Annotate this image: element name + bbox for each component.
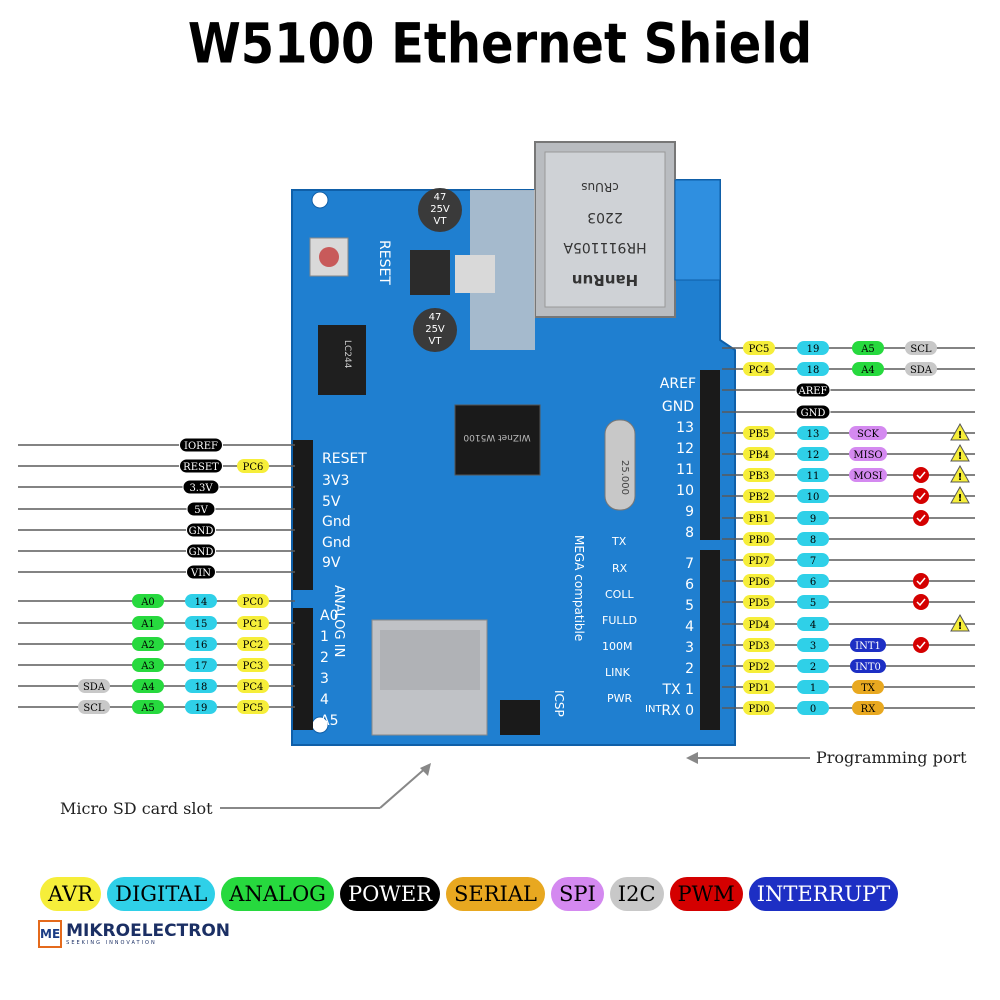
icsp-header	[500, 700, 540, 735]
svg-text:LC244: LC244	[342, 340, 352, 369]
ic-lc244	[318, 325, 366, 395]
svg-text:4: 4	[685, 619, 694, 635]
svg-text:7: 7	[685, 556, 694, 572]
svg-text:RESET: RESET	[322, 451, 367, 467]
svg-text:25.000: 25.000	[619, 460, 630, 495]
int-label: INT	[645, 704, 662, 715]
sd-slot-label: Micro SD card slot	[60, 799, 213, 818]
svg-text:13: 13	[676, 420, 694, 436]
programming-port-label: Programming port	[816, 748, 967, 767]
svg-text:WIZnet W5100: WIZnet W5100	[463, 432, 530, 442]
page-title: W5100 Ethernet Shield	[187, 12, 813, 77]
rj45-text-1: HanRun	[572, 271, 638, 289]
brand-mark: ME	[38, 920, 63, 948]
svg-text:3: 3	[685, 640, 694, 656]
digital-header-low	[700, 550, 720, 730]
svg-text:5: 5	[685, 598, 694, 614]
legend-analog: ANALOG	[221, 877, 334, 911]
legend-power: POWER	[339, 877, 441, 911]
svg-text:FULLD: FULLD	[602, 614, 637, 627]
svg-text:TX 1: TX 1	[662, 682, 695, 698]
brand-logo: ME MIKROELECTRON SEEKING INNOVATION	[38, 917, 230, 951]
power-header	[293, 440, 313, 590]
svg-text:4: 4	[320, 692, 329, 708]
w5100-chip	[454, 404, 541, 476]
svg-text:A5: A5	[320, 713, 338, 729]
mega-label: MEGA compatible	[572, 535, 586, 641]
brand-name: MIKROELECTRON	[66, 921, 230, 941]
svg-text:Gnd: Gnd	[322, 514, 351, 530]
svg-text:11: 11	[676, 462, 694, 478]
svg-text:Gnd: Gnd	[322, 535, 351, 551]
svg-text:2: 2	[320, 650, 329, 666]
legend-spi: SPI	[550, 877, 604, 911]
svg-text:VT: VT	[429, 336, 443, 347]
svg-text:25V: 25V	[430, 204, 450, 215]
svg-text:VT: VT	[434, 216, 448, 227]
legend-interrupt: INTERRUPT	[748, 877, 899, 911]
svg-text:2: 2	[685, 661, 694, 677]
icsp-label: ICSP	[552, 690, 566, 717]
svg-text:100M: 100M	[602, 640, 633, 653]
svg-text:RX: RX	[612, 562, 628, 575]
capacitor-1: 47 25V VT	[418, 188, 462, 232]
reset-label: RESET	[376, 240, 392, 285]
svg-text:10: 10	[676, 483, 694, 499]
svg-text:8: 8	[685, 525, 694, 541]
svg-text:9: 9	[685, 504, 694, 520]
svg-text:GND: GND	[662, 399, 694, 415]
brand-tagline: SEEKING INNOVATION	[66, 940, 157, 946]
legend-avr: AVR	[40, 877, 102, 911]
reset-button	[319, 247, 339, 267]
svg-text:25V: 25V	[425, 324, 445, 335]
legend-serial: SERIAL	[446, 877, 545, 911]
svg-text:1: 1	[320, 629, 329, 645]
rj45-text-3: 2203	[587, 209, 623, 225]
svg-text:TX: TX	[611, 535, 627, 548]
svg-text:12: 12	[676, 441, 694, 457]
analog-header	[293, 608, 313, 730]
analog-in-label: ANALOG IN	[331, 585, 346, 657]
capacitor-2: 47 25V VT	[413, 308, 457, 352]
svg-text:LINK: LINK	[605, 666, 631, 679]
rj45-cert: cRUus	[581, 180, 619, 194]
svg-text:A0: A0	[320, 608, 338, 624]
digital-header-high	[700, 370, 720, 540]
legend-pwm: PWM	[669, 877, 743, 911]
svg-text:RX 0: RX 0	[661, 703, 694, 719]
svg-text:5V: 5V	[322, 494, 341, 510]
svg-text:PWR: PWR	[607, 692, 633, 705]
svg-text:6: 6	[685, 577, 694, 593]
svg-text:3V3: 3V3	[322, 473, 349, 489]
rj45-text-2: HR911105A	[563, 239, 647, 255]
legend-i2c: I2C	[609, 877, 664, 911]
svg-text:AREF: AREF	[660, 376, 696, 392]
svg-text:COLL: COLL	[605, 588, 634, 601]
svg-text:47: 47	[434, 192, 447, 203]
legend-digital: DIGITAL	[107, 877, 216, 911]
svg-text:9V: 9V	[322, 555, 341, 571]
svg-text:3: 3	[320, 671, 329, 687]
crystal	[604, 419, 636, 511]
svg-text:47: 47	[429, 312, 442, 323]
